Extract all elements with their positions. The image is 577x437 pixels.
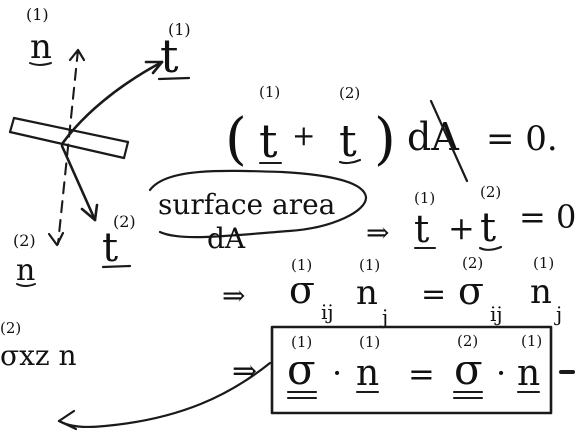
surface-strip-right-end	[122, 140, 130, 160]
eq4-sigma2: σ	[454, 345, 483, 394]
normal-bottom-label: n	[16, 253, 35, 288]
boxed-result-frame	[270, 325, 553, 415]
eq2-t2-underline	[478, 245, 503, 251]
surface-strip-upper	[12, 116, 130, 144]
eq2-implies: ⇒	[366, 216, 389, 249]
eq3-implies: ⇒	[222, 279, 245, 312]
surface-element-diagram: (1) n (2) n (1) t (2) t surface area dA	[8, 5, 368, 431]
eq4-equals: =	[408, 355, 435, 393]
eq3-sigma2: σ	[458, 269, 484, 313]
eq3-super-sigma1: (1)	[291, 256, 312, 274]
traction-bottom-label: t	[102, 225, 118, 271]
eq3-sub-j-2: j	[554, 302, 562, 326]
surface-strip-left-end	[8, 116, 16, 134]
traction-top-underline	[157, 76, 191, 81]
eq3-sigma1: σ	[289, 268, 315, 312]
eq2-super-2: (2)	[480, 183, 501, 201]
eq3-sub-ij-2: ij	[490, 302, 503, 326]
normal-top-underline	[29, 62, 52, 66]
eq1-left-paren: (	[225, 107, 247, 172]
bottom-return-arrowhead	[57, 409, 78, 431]
normal-bottom-underline	[16, 283, 36, 287]
eq1-t2-underline	[338, 158, 362, 165]
surface-note-loop	[148, 169, 368, 239]
surface-note-line1: surface area	[158, 188, 335, 221]
eq4-dot-2: ·	[496, 354, 506, 392]
eq2-t2: t	[480, 205, 496, 251]
eq4-n1: n	[356, 353, 379, 394]
eq1-dA-strike	[429, 99, 469, 183]
eq4-n2: n	[517, 353, 540, 394]
traction-vector-1	[60, 60, 164, 146]
eq3-equals: =	[421, 277, 446, 312]
traction-top-label: t	[160, 29, 179, 83]
bottom-return-arrow	[57, 361, 272, 429]
eq1-dA: dA	[407, 115, 459, 159]
normal-arrow-down	[47, 231, 65, 247]
eq3-n2: n	[530, 272, 552, 312]
eq3-super-n2: (1)	[533, 254, 554, 272]
eq4-super-sigma2: (2)	[457, 332, 478, 350]
eq2-super-1: (1)	[414, 189, 435, 207]
eq4-implies: ⇒	[232, 354, 257, 389]
equation-line-3: ⇒ (1) σ ij (1) n j = (2) σ ij (1) n j	[222, 254, 562, 329]
normal-top-label: n	[30, 27, 52, 67]
side-note-super: (2)	[0, 319, 21, 337]
eq2-equals: = 0	[519, 198, 576, 236]
eq4-super-n2: (1)	[521, 332, 542, 350]
eq4-dot-1: ·	[332, 354, 342, 392]
surface-note-line2: dA	[207, 222, 246, 255]
eq3-sub-ij-1: ij	[321, 300, 334, 324]
surface-strip-lower	[8, 130, 126, 160]
eq1-plus: +	[292, 119, 315, 152]
eq3-super-n1: (1)	[359, 256, 380, 274]
eq1-t2: t	[339, 116, 357, 167]
eq3-super-sigma2: (2)	[462, 254, 483, 272]
eq1-right-paren: )	[374, 107, 396, 172]
eq4-sigma1: σ	[287, 345, 316, 394]
normal-bottom-super: (2)	[13, 231, 36, 250]
eq1-t1: t	[259, 114, 278, 168]
eq1-equals: = 0.	[486, 119, 558, 159]
traction-bottom-underline	[101, 264, 132, 269]
eq4-super-sigma1: (1)	[291, 333, 312, 351]
equation-line-2: ⇒ (1) t + (2) t = 0	[366, 183, 576, 251]
traction-top-super: (1)	[168, 20, 191, 39]
eq2-t1: t	[414, 207, 429, 251]
eq2-plus: +	[448, 209, 475, 247]
traction-vector-2-head	[80, 203, 99, 222]
eq1-super-1: (1)	[259, 83, 280, 101]
dashed-normal-axis	[56, 48, 80, 246]
side-note: σxz n	[0, 339, 77, 372]
normal-arrow-up	[68, 48, 86, 62]
equation-line-1: ( (1) t + (2) t ) dA = 0.	[225, 83, 558, 183]
equation-line-4: (2) σxz n ⇒ (1) σ · (1) n = (2) σ · (1) …	[0, 319, 575, 415]
eq4-super-n1: (1)	[359, 333, 380, 351]
eq3-n1: n	[356, 273, 378, 313]
normal-top-super: (1)	[26, 5, 49, 24]
eq3-sub-j-1: j	[380, 305, 388, 329]
traction-vector-2	[60, 144, 97, 222]
eq1-super-2: (2)	[339, 84, 360, 102]
traction-vector-1-head	[144, 60, 164, 75]
traction-bottom-super: (2)	[113, 212, 136, 231]
